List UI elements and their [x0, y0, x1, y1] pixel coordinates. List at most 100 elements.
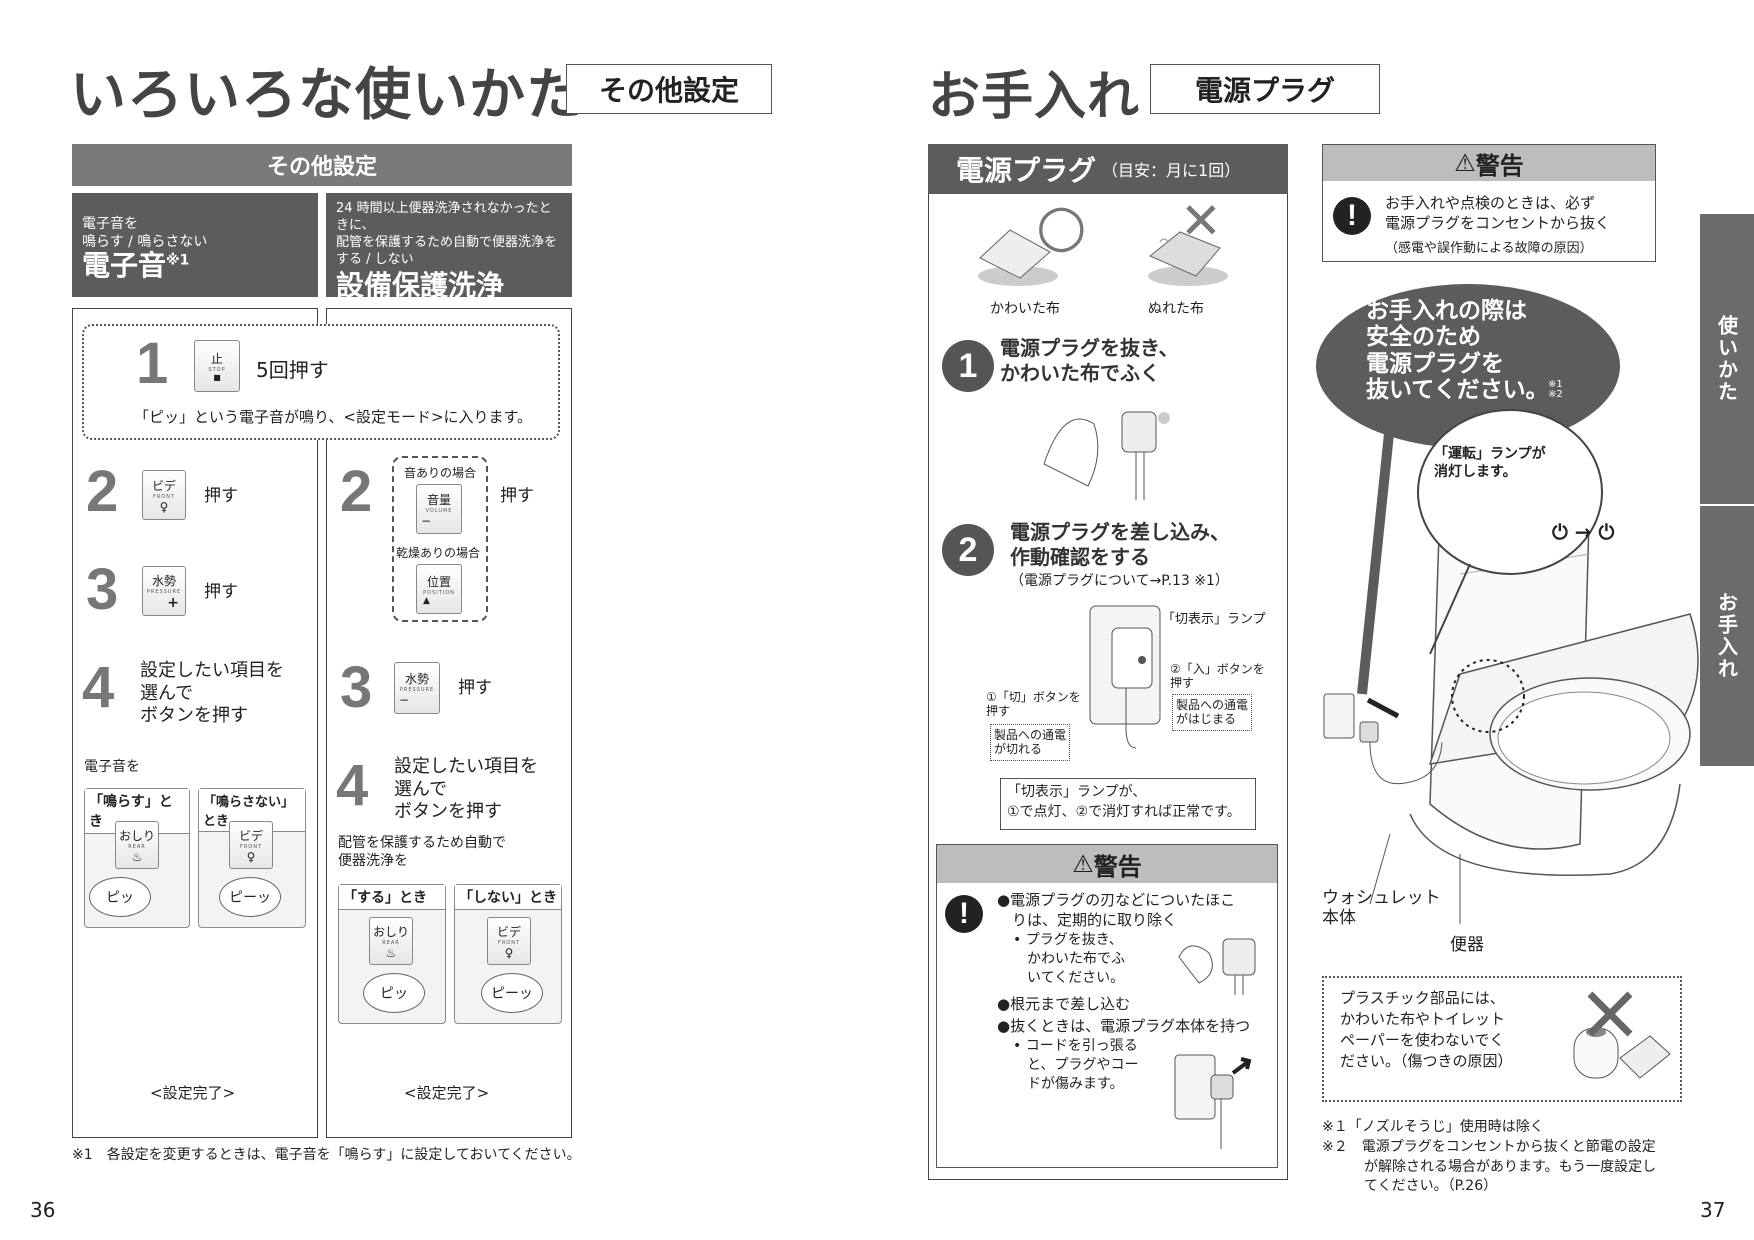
warning2-b1: ●電源プラグの刃などについたほこ りは、定期的に取り除く: [997, 891, 1236, 929]
rear-button[interactable]: おしり REAR ♨: [115, 821, 159, 869]
warning2-b3-sub: • コードを引っ張る と、プラグやコー ドが傷みます。: [1013, 1038, 1139, 1092]
ok-icon: ○: [1036, 191, 1087, 259]
bidet-b-icon: ♀: [246, 849, 256, 864]
c2-option-a-label: 「する」とき: [339, 885, 445, 910]
plug-step1-num: 1: [942, 340, 994, 392]
c1-option-b-label: 「鳴らさない」とき: [199, 789, 305, 832]
power-on-note: 製品への通電 がはじまる: [1172, 694, 1253, 731]
warning-triangle-icon: ⚠: [1072, 850, 1094, 878]
lamp-check-box: 「切表示」ランプが、 ①で点灯、②で消灯すれば正常です。: [1000, 778, 1256, 830]
page-number-right: 37: [1700, 1198, 1726, 1222]
lamp-label: 「切表示」ランプ: [1162, 612, 1266, 627]
ng-icon: ✕: [1180, 192, 1222, 250]
volume-sub: VOLUME: [425, 507, 453, 514]
pressure-minus-button[interactable]: 水勢 PRESSURE −: [394, 662, 440, 714]
power-off-note: 製品への通電 が切れる: [990, 724, 1071, 761]
col1-desc: 電子音を 鳴らす / 鳴らさない: [82, 216, 208, 251]
rear2-icon: ♨: [385, 945, 397, 960]
minus-icon: −: [421, 513, 432, 528]
bidet-button-sub: FRONT: [152, 493, 176, 500]
c2-choice-lead: 配管を保護するため自動で 便器洗浄を: [338, 835, 506, 870]
bidet2-icon: ♀: [504, 945, 514, 960]
warning2-b2: ●根元まで差し込む: [997, 995, 1131, 1013]
toilet-label: 便器: [1450, 935, 1484, 955]
pressure-button-label: 水勢: [151, 573, 176, 588]
bidet-b-sub: FRONT: [239, 843, 263, 850]
col1-head: 電子音を 鳴らす / 鳴らさない 電子音※1: [72, 193, 318, 297]
c2-option-b[interactable]: 「しない」とき ビデ FRONT ♀ ピーッ: [454, 884, 562, 1024]
exclamation-icon: !: [945, 895, 983, 933]
plug-step2-num: 2: [942, 524, 994, 576]
warning2-title: 警告: [1093, 852, 1142, 881]
c2-step2-cases: 音ありの場合 音量 VOLUME − 乾燥ありの場合 位置 POSITION ▲: [392, 456, 488, 622]
on-button-note: ②「入」ボタンを 押す: [1170, 662, 1265, 691]
footnote-right-2: ※２ 電源プラグをコンセントから抜くと節電の設定 が解除される場合があります。も…: [1322, 1139, 1657, 1195]
plug-header-title: 電源プラグ: [956, 154, 1097, 187]
lamp-bubble-text: 「運転」ランプが 消灯します。: [1434, 446, 1546, 480]
volume-button[interactable]: 音量 VOLUME −: [416, 484, 462, 534]
c2-step2-text: 押す: [500, 486, 534, 506]
bidet2-sub: FRONT: [497, 939, 521, 946]
wet-cloth-illustration: [1148, 231, 1228, 286]
c1-done: <設定完了>: [150, 1084, 236, 1102]
c2-step3-num: 3: [340, 655, 373, 720]
warning-box-2: ⚠警告 ! ●電源プラグの刃などについたほこ りは、定期的に取り除く • プラグ…: [936, 844, 1278, 1168]
rear-button-2[interactable]: おしり REAR ♨: [369, 917, 413, 965]
plug-step2-ref: （電源プラグについて→P.13 ※1）: [1010, 573, 1229, 589]
long-beep-bubble: ピーッ: [219, 877, 281, 917]
tab-care[interactable]: お手入れ: [1700, 506, 1754, 766]
stop-button-label: 止: [210, 352, 223, 366]
step1-box: 1 止 STOP ■ 5回押す 「ピッ」という電子音が鳴り、<設定モード>に入り…: [82, 324, 560, 440]
warning2-header: ⚠警告: [937, 845, 1277, 883]
c2-step4-text: 設定したい項目を 選んで ボタンを押す: [394, 756, 538, 822]
pressure2-label: 水勢: [404, 671, 429, 686]
wiping-plug-illustration: [1043, 411, 1170, 500]
c1-step3-num: 3: [86, 557, 119, 622]
plug-step1-text: 電源プラグを抜き、 かわいた布でふく: [1000, 336, 1179, 385]
plug-step2-text: 電源プラグを差し込み、 作動確認をする: [1010, 520, 1230, 569]
c2-done: <設定完了>: [404, 1084, 490, 1102]
bidet-icon: ♀: [159, 499, 169, 514]
tab-usage[interactable]: 使いかた: [1700, 214, 1754, 504]
plug-header: 電源プラグ （目安：月に1回）: [928, 144, 1288, 194]
warning-box-1: ⚠警告 ! お手入れや点検のときは、必ず 電源プラグをコンセントから抜く （感電…: [1322, 144, 1656, 262]
warning2-b3: ●抜くときは、電源プラグ本体を持つ: [997, 1017, 1251, 1035]
dry-cloth-label: かわいた布: [990, 301, 1060, 317]
pressure-plus-button[interactable]: 水勢 PRESSURE +: [142, 566, 186, 616]
c1-step2-num: 2: [86, 459, 119, 524]
plastic-note-text: プラスチック部品には、 かわいた布やトイレット ペーパーを使わないでく ださい。…: [1340, 989, 1513, 1070]
c1-option-b[interactable]: 「鳴らさない」とき ビデ FRONT ♀ ピーッ: [198, 788, 306, 928]
page-title-left: いろいろな使いかた: [70, 63, 583, 128]
bidet-button-label: ビデ: [151, 478, 176, 493]
minus-icon-2: −: [399, 692, 410, 707]
plastic-note-box: プラスチック部品には、 かわいた布やトイレット ペーパーを使わないでく ださい。…: [1322, 976, 1682, 1102]
beep-bubble: ピッ: [89, 877, 151, 917]
footnote-right-1: ※１「ノズルそうじ」使用時は除く: [1322, 1119, 1544, 1135]
c1-step4-text: 設定したい項目を 選んで ボタンを押す: [140, 660, 284, 726]
tissue-cloth-illustration: [1573, 991, 1671, 1079]
pressure2-sub: PRESSURE: [399, 686, 435, 693]
plus-icon: +: [167, 594, 179, 611]
power-lamp-icons: ⏻ → ⏻: [1552, 520, 1615, 544]
bidet-button-b[interactable]: ビデ FRONT ♀: [229, 821, 273, 869]
plug-cleaning-illustration: [1178, 938, 1256, 995]
page-title-right: お手入れ: [928, 67, 1141, 127]
col2-head: 24 時間以上便器洗浄されなかったときに、 配管を保護するため自動で便器洗浄を …: [326, 193, 572, 302]
col1-note-mark: ※1: [166, 253, 190, 270]
c2-option-a[interactable]: 「する」とき おしり REAR ♨ ピッ: [338, 884, 446, 1024]
stop-button[interactable]: 止 STOP ■: [194, 340, 240, 392]
col1-name: 電子音: [82, 249, 167, 283]
col2-desc: 24 時間以上便器洗浄されなかったときに、 配管を保護するため自動で便器洗浄を …: [336, 201, 558, 267]
pressure-button-sub: PRESSURE: [146, 588, 182, 595]
rear-button-label: おしり: [118, 828, 155, 843]
off-button-note: ①「切」ボタンを 押す: [986, 690, 1081, 719]
bidet-button[interactable]: ビデ FRONT ♀: [142, 470, 186, 520]
title-tag-right: 電源プラグ: [1150, 64, 1380, 114]
toilet-illustration: [1316, 284, 1699, 924]
rear2-sub: REAR: [382, 939, 400, 946]
c1-option-a[interactable]: 「鳴らす」とき おしり REAR ♨ ピッ: [84, 788, 190, 928]
position-button[interactable]: 位置 POSITION ▲: [416, 564, 462, 614]
safety-bubble-marks: ※1 ※2: [1548, 379, 1563, 400]
bidet-button-2[interactable]: ビデ FRONT ♀: [487, 917, 531, 965]
stop-icon: ■: [213, 373, 221, 382]
